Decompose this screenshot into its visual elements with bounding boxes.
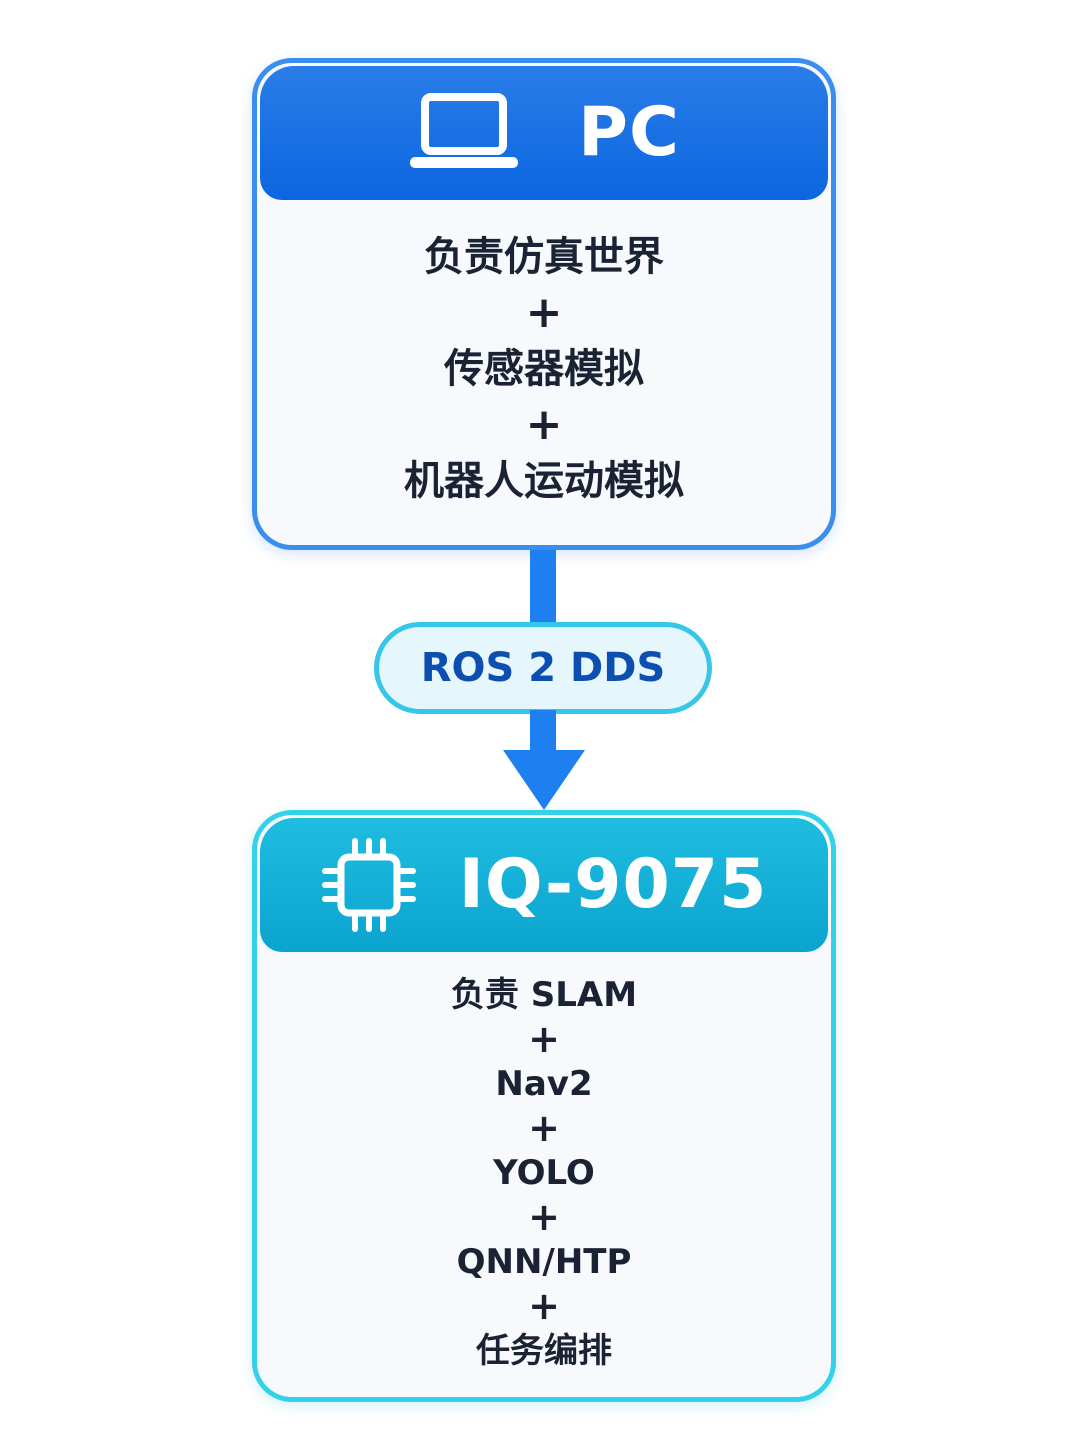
connector-line-bottom bbox=[530, 710, 556, 752]
pc-title: PC bbox=[578, 93, 680, 172]
pc-card: PC 负责仿真世界 + 传感器模拟 + 机器人运动模拟 bbox=[252, 58, 836, 550]
iq-line-task-orchestration: 任务编排 bbox=[476, 1331, 612, 1371]
laptop-icon bbox=[410, 93, 519, 168]
pc-responsibilities: 负责仿真世界 + 传感器模拟 + 机器人运动模拟 bbox=[257, 203, 831, 535]
pc-card-header: PC bbox=[260, 66, 828, 200]
plus-sign: + bbox=[525, 399, 563, 450]
pc-line-simulation-world: 负责仿真世界 bbox=[424, 234, 664, 280]
pc-line-sensor-simulation: 传感器模拟 bbox=[444, 346, 644, 392]
chip-icon bbox=[321, 838, 416, 932]
plus-sign: + bbox=[525, 287, 563, 338]
iq-line-slam: 负责 SLAM bbox=[450, 975, 638, 1015]
connector-line-top bbox=[530, 550, 556, 625]
iq-line-nav2: Nav2 bbox=[495, 1064, 593, 1104]
iq9075-card: IQ-9075 负责 SLAM + Nav2 + YOLO + QNN/HTP … bbox=[252, 810, 836, 1402]
iq9075-card-header: IQ-9075 bbox=[260, 818, 828, 952]
iq-line-yolo: YOLO bbox=[493, 1153, 595, 1193]
ros2-dds-text: ROS 2 DDS bbox=[420, 645, 666, 691]
iq9075-responsibilities: 负责 SLAM + Nav2 + YOLO + QNN/HTP + 任务编排 bbox=[257, 955, 831, 1391]
plus-sign: + bbox=[528, 1106, 560, 1150]
iq-line-qnn-htp: QNN/HTP bbox=[456, 1242, 632, 1282]
plus-sign: + bbox=[528, 1284, 560, 1328]
arrow-down-icon bbox=[503, 750, 585, 810]
iq9075-title: IQ-9075 bbox=[458, 845, 768, 924]
plus-sign: + bbox=[528, 1195, 560, 1239]
ros2-dds-label: ROS 2 DDS bbox=[374, 622, 712, 714]
pc-line-robot-motion-simulation: 机器人运动模拟 bbox=[404, 458, 684, 504]
plus-sign: + bbox=[528, 1017, 560, 1061]
